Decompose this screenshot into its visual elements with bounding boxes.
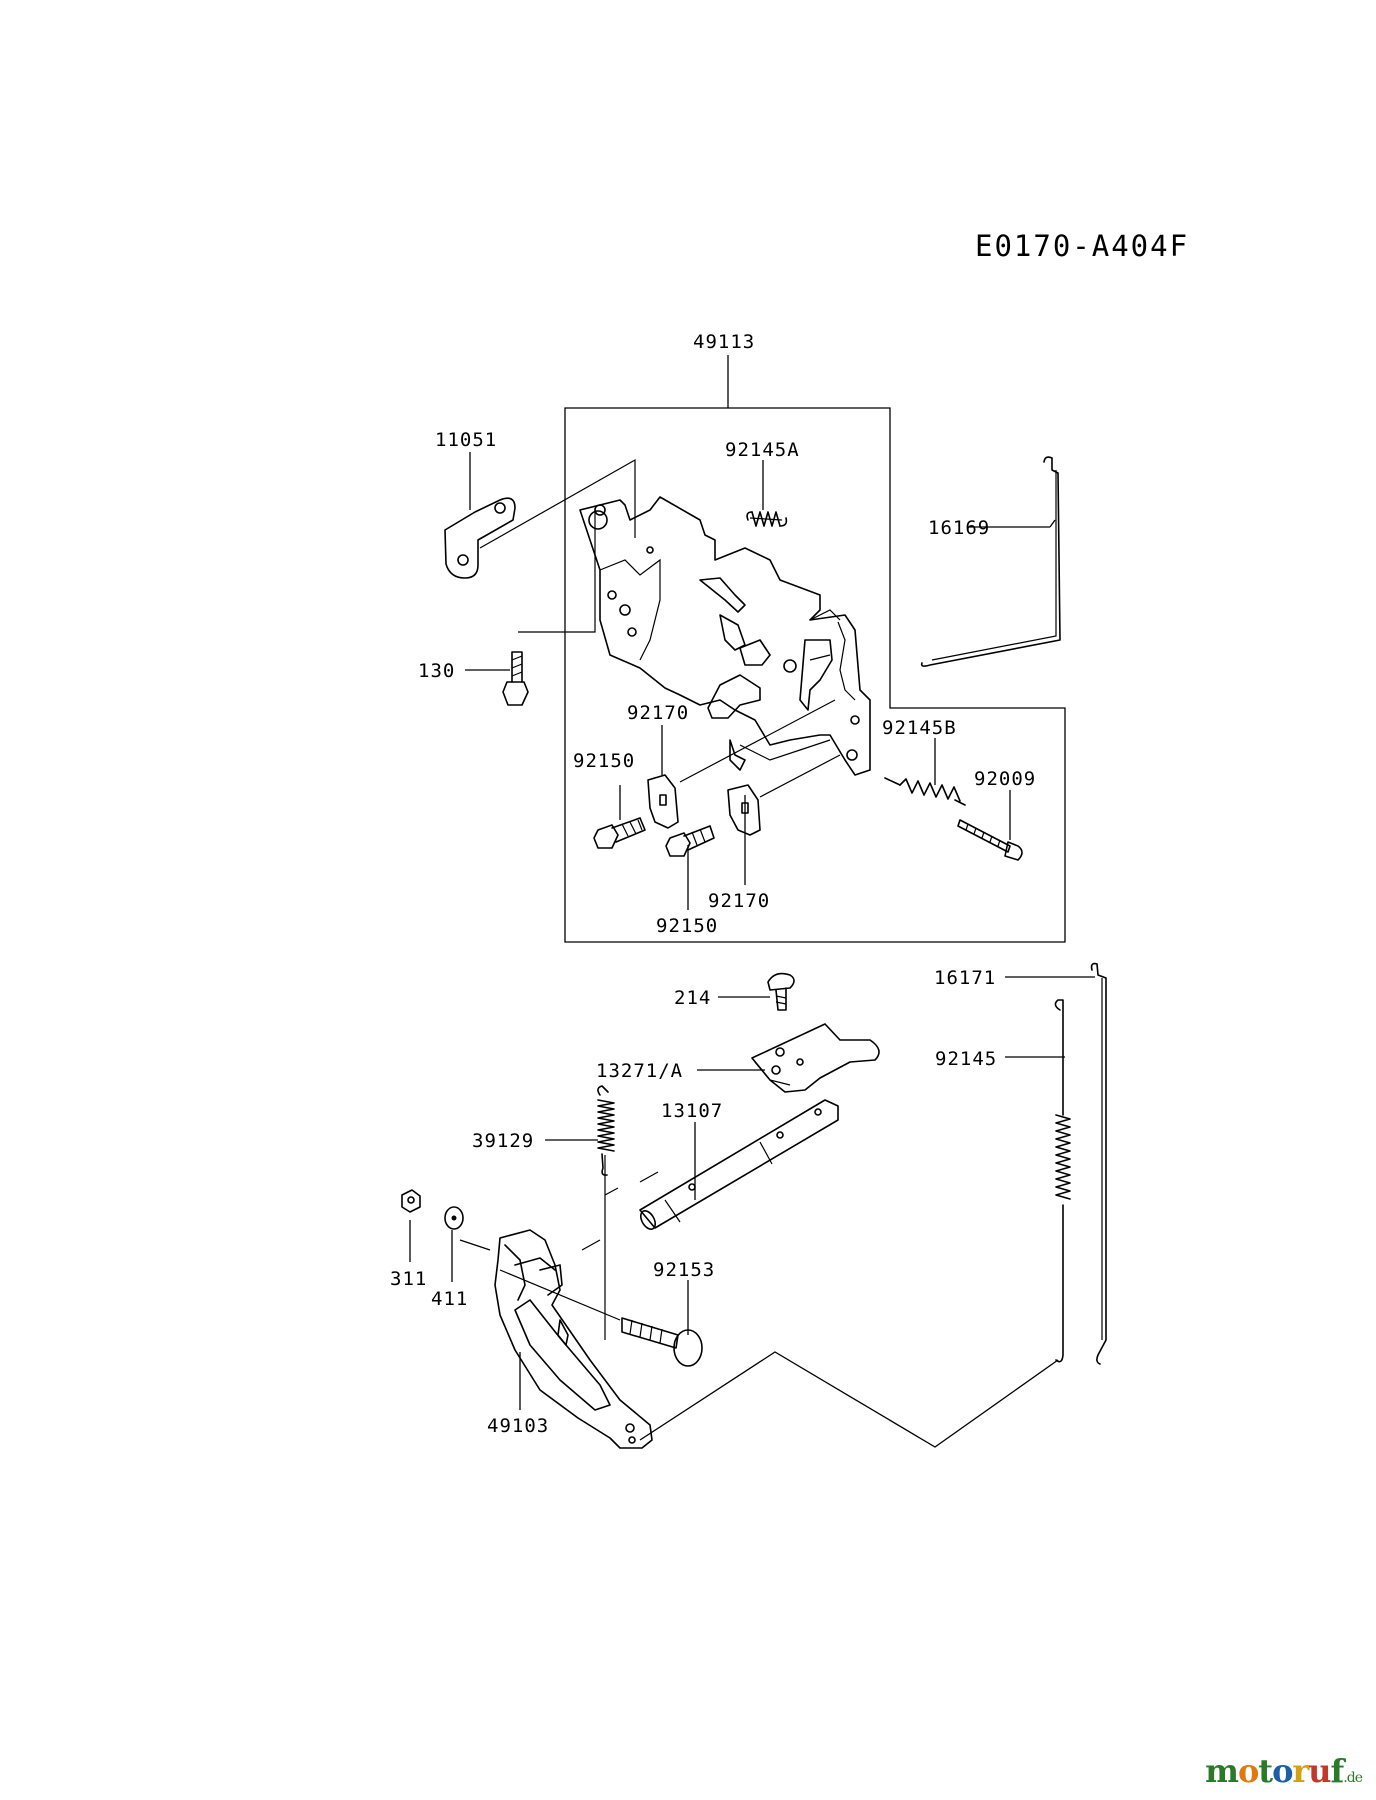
- label-92150-lower: 92150: [656, 915, 718, 937]
- part-411-washer: [444, 1206, 464, 1230]
- watermark-logo: motoruf.de: [1205, 1752, 1363, 1790]
- part-92153-pin: [499, 1269, 703, 1367]
- part-13271A-lever-plate: [751, 1023, 880, 1093]
- label-13271A: 13271/A: [596, 1060, 683, 1082]
- label-92170-upper: 92170: [627, 702, 689, 724]
- part-92145-spring: [1054, 999, 1071, 1363]
- watermark-letter: o: [1237, 1752, 1259, 1790]
- part-92170-clip-upper: [647, 774, 679, 829]
- part-92145B-spring: [884, 777, 966, 806]
- watermark-text: motoruf: [1205, 1752, 1345, 1790]
- leader-lines: [409, 452, 1095, 1448]
- label-92009: 92009: [974, 768, 1036, 790]
- label-11051: 11051: [435, 429, 497, 451]
- part-130-bolt: [502, 651, 529, 706]
- part-92170-clip-lower: [727, 784, 761, 836]
- part-39129-spring: [597, 1085, 615, 1176]
- label-92145A: 92145A: [725, 439, 800, 461]
- label-39129: 39129: [472, 1130, 534, 1152]
- watermark-letter: u: [1308, 1752, 1331, 1790]
- label-130: 130: [418, 660, 455, 682]
- label-92153: 92153: [653, 1259, 715, 1281]
- label-92170-lower: 92170: [708, 890, 770, 912]
- label-13107: 13107: [661, 1100, 723, 1122]
- label-92150-upper: 92150: [573, 750, 635, 772]
- part-92009-screw: [957, 819, 1023, 861]
- label-49103: 49103: [487, 1415, 549, 1437]
- watermark-letter: f: [1330, 1752, 1345, 1790]
- label-16171: 16171: [934, 967, 996, 989]
- part-311-nut: [401, 1189, 421, 1213]
- label-49113: 49113: [693, 331, 755, 353]
- part-16171-rod: [1090, 962, 1107, 1365]
- part-92150-bolt-left: [593, 817, 646, 849]
- part-49113-control-plate: [579, 496, 871, 776]
- watermark-letter: o: [1272, 1752, 1293, 1790]
- part-11051-bracket: [444, 497, 516, 579]
- callout-labels: 49113 11051 92145A 16169 130 92170 92150…: [390, 331, 1036, 1437]
- part-214-screw: [767, 972, 795, 1011]
- construction-lines: [459, 458, 841, 1340]
- part-16169-rod: [920, 456, 1061, 667]
- watermark-letter: t: [1258, 1752, 1273, 1790]
- watermark-letter: m: [1205, 1752, 1239, 1790]
- label-92145: 92145: [935, 1048, 997, 1070]
- part-92150-bolt-right: [665, 825, 715, 857]
- part-49103-lever: [494, 1229, 653, 1449]
- label-214: 214: [674, 987, 711, 1009]
- label-411: 411: [431, 1288, 468, 1310]
- label-92145B: 92145B: [882, 717, 957, 739]
- label-16169: 16169: [928, 517, 990, 539]
- label-311: 311: [390, 1268, 427, 1290]
- watermark-letter: r: [1292, 1752, 1309, 1790]
- part-92145A-spring: [746, 511, 788, 527]
- part-13107-shaft: [639, 1099, 839, 1230]
- watermark-suffix: .de: [1343, 1770, 1363, 1786]
- diagram-code: E0170-A404F: [975, 229, 1189, 263]
- assembly-outline-49113: [564, 355, 1066, 943]
